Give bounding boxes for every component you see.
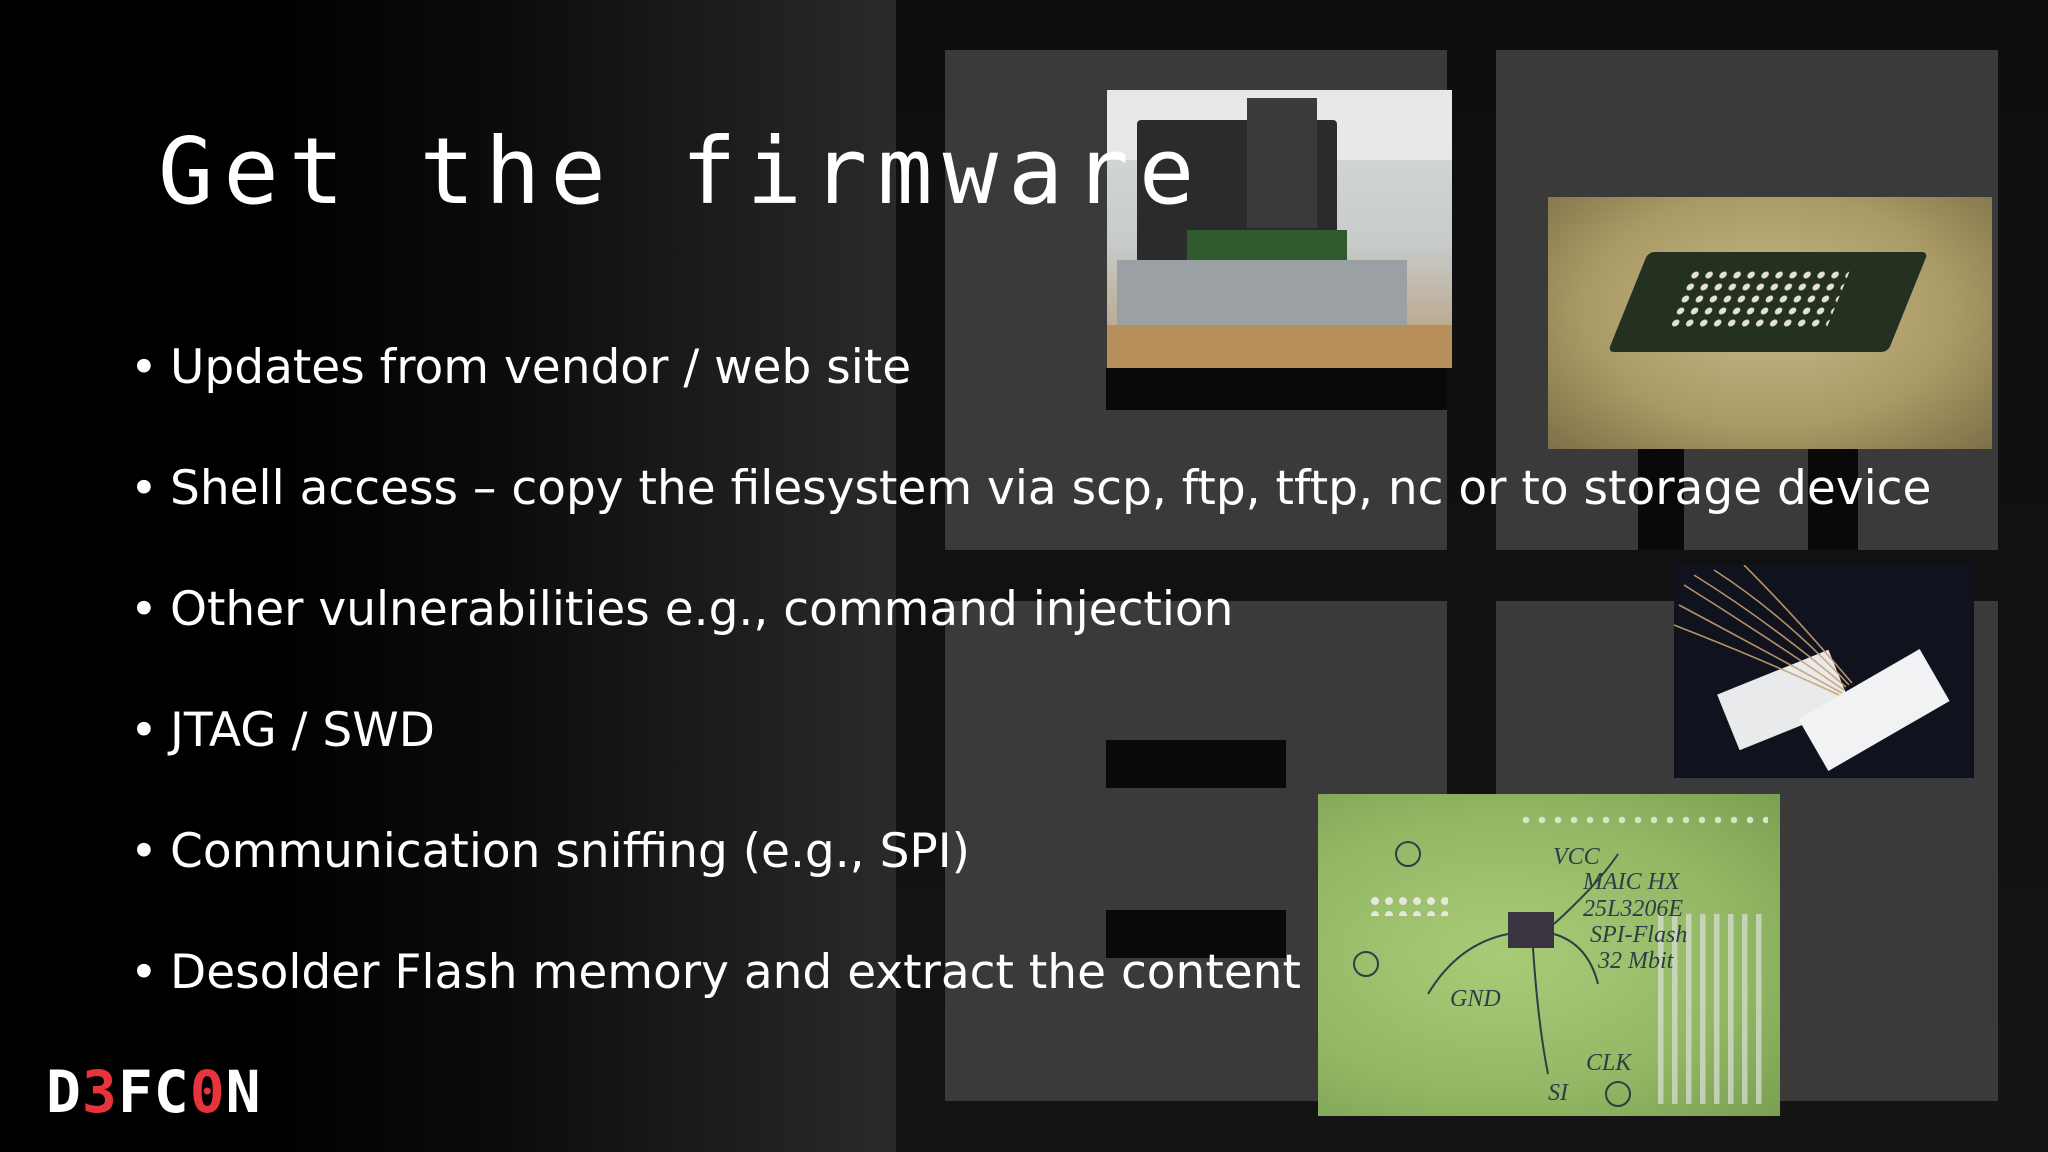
- slide-title: Get the firmware: [158, 118, 1205, 225]
- pcb-note-chip-4: 32 Mbit: [1597, 948, 1675, 974]
- decor-slot: [1106, 910, 1286, 958]
- decor-slot: [1638, 449, 1684, 550]
- pcb-note-si: SI: [1548, 1080, 1569, 1106]
- bga-chip-photo: [1548, 197, 1992, 449]
- decor-slot: [1106, 368, 1447, 410]
- background-left: [0, 0, 896, 1152]
- rework-station-photo: [1107, 90, 1452, 368]
- defcon-logo: D3FC0N: [46, 1058, 262, 1126]
- pcb-note-chip-1: MAIC HX: [1582, 869, 1681, 895]
- pcb-note-vcc: VCC: [1553, 844, 1601, 870]
- pcb-note-chip-3: SPI-Flash: [1590, 922, 1687, 948]
- bullet-text: Communication sniffing (e.g., SPI): [170, 824, 970, 879]
- bullet-item: •JTAG / SWD: [130, 703, 435, 758]
- bullet-text: Other vulnerabilities e.g., command inje…: [170, 582, 1234, 637]
- decor-slot: [1106, 740, 1286, 788]
- bullet-text: Desolder Flash memory and extract the co…: [170, 945, 1301, 1000]
- bullet-item: •Other vulnerabilities e.g., command inj…: [130, 582, 1233, 637]
- bullet-text: Updates from vendor / web site: [170, 340, 912, 395]
- bullet-text: Shell access – copy the filesystem via s…: [170, 461, 1932, 516]
- bullet-marker: •: [130, 582, 158, 637]
- bullet-item: •Communication sniffing (e.g., SPI): [130, 824, 970, 879]
- bullet-text: JTAG / SWD: [170, 703, 435, 758]
- bullet-marker: •: [130, 945, 158, 1000]
- pcb-note-gnd: GND: [1450, 986, 1501, 1012]
- pcb-spi-flash-photo: VCC MAIC HX 25L3206E SPI-Flash 32 Mbit G…: [1318, 794, 1780, 1116]
- pcb-note-chip-2: 25L3206E: [1583, 896, 1683, 922]
- wires-photo: [1674, 565, 1974, 778]
- bullet-marker: •: [130, 461, 158, 516]
- pcb-note-clk: CLK: [1586, 1050, 1633, 1076]
- bullet-item: •Desolder Flash memory and extract the c…: [130, 945, 1301, 1000]
- bullet-item: •Shell access – copy the filesystem via …: [130, 461, 1931, 516]
- bullet-item: •Updates from vendor / web site: [130, 340, 911, 395]
- bullet-marker: •: [130, 824, 158, 879]
- bullet-marker: •: [130, 703, 158, 758]
- spi-flash-chip: [1508, 912, 1554, 948]
- bullet-marker: •: [130, 340, 158, 395]
- decor-slot: [1808, 449, 1858, 550]
